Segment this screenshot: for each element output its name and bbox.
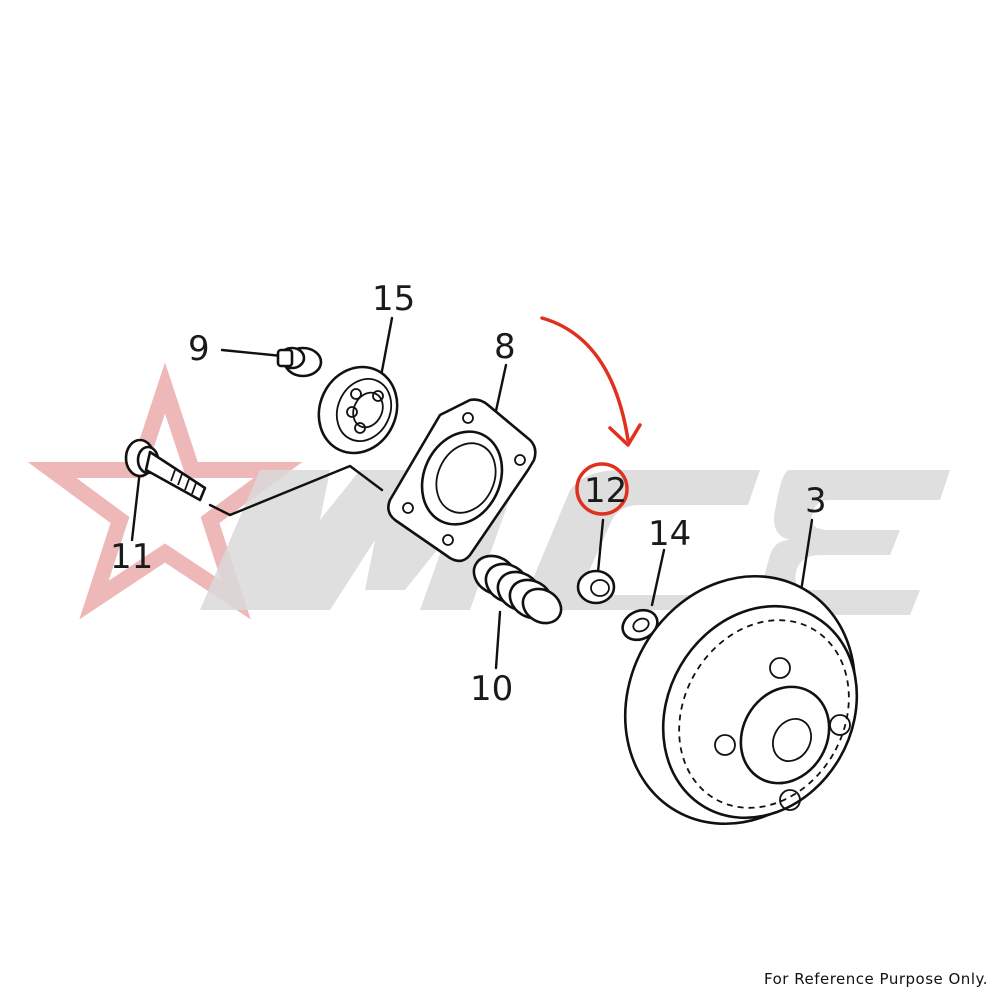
washer-part-14 [621,608,659,642]
callout-9: 9 [188,329,210,369]
callout-8: 8 [494,327,516,367]
pin-part-9 [276,346,323,378]
reference-note: For Reference Purpose Only. [764,970,988,988]
callout-15: 15 [372,279,415,319]
highlight-arrow [540,316,630,442]
leader-12 [596,518,605,574]
watermark-logo [200,470,950,615]
highlight-circle [575,462,629,516]
leader-3 [798,518,814,600]
leader-11 [130,468,142,542]
callout-3: 3 [805,481,827,521]
spring-part-10 [472,554,563,625]
callout-11: 11 [110,537,153,577]
leader-10 [494,610,502,670]
leader-9 [220,348,284,358]
collar-part-12 [576,569,616,605]
watermark-star [27,362,303,620]
plate-part-8 [387,398,537,563]
bearing-part-15 [317,365,399,455]
highlight-arrowhead [608,423,642,447]
callout-12: 12 [584,471,627,511]
leader-14 [650,548,666,607]
gear-part-3 [623,574,859,826]
bolt-part-11 [124,438,207,502]
callout-14: 14 [648,514,691,554]
bolt-connector-line [208,464,384,517]
callout-10: 10 [470,669,513,709]
